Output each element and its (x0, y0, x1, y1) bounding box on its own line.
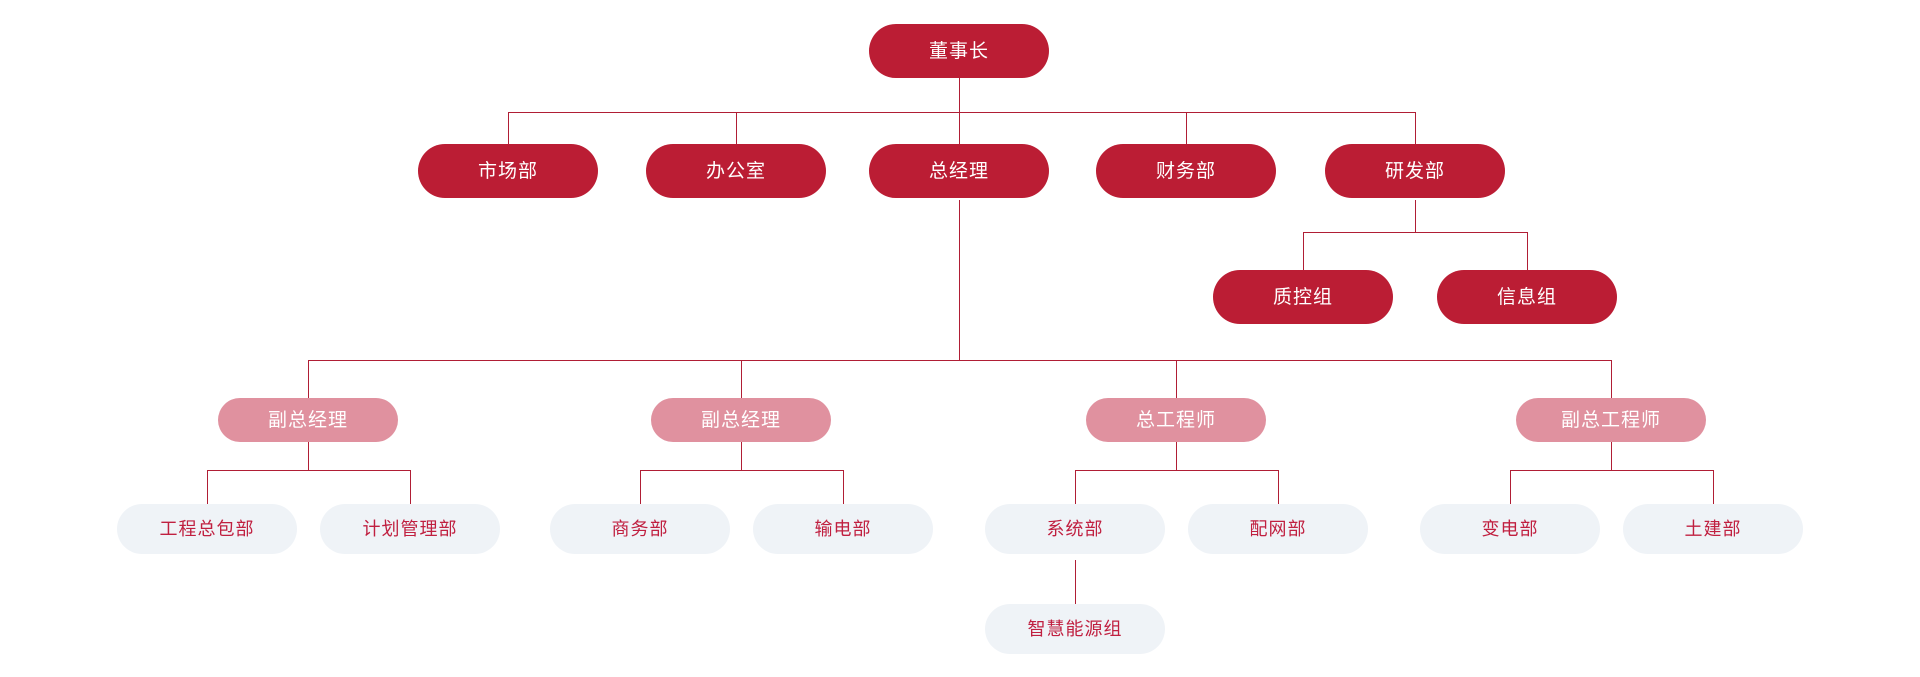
node-transmission-dept[interactable]: 输电部 (753, 504, 933, 554)
connector-drop-civil-dept (1713, 470, 1714, 504)
connector-drop-info-group (1527, 232, 1528, 270)
node-finance-dept[interactable]: 财务部 (1096, 144, 1276, 198)
connector-drop-finance (1186, 112, 1187, 144)
node-rd-dept[interactable]: 研发部 (1325, 144, 1505, 198)
node-chief-engineer-label: 总工程师 (1135, 409, 1216, 431)
connector-drop-system-dept (1075, 470, 1076, 504)
node-deputy-gm-2[interactable]: 副总经理 (651, 398, 831, 442)
node-system-dept-label: 系统部 (1046, 519, 1104, 539)
node-business-dept-label: 商务部 (611, 519, 669, 539)
connector-drop-chief-engineer (1176, 360, 1177, 398)
node-substation-dept[interactable]: 变电部 (1420, 504, 1600, 554)
node-general-manager-label: 总经理 (928, 160, 989, 182)
node-marketing-dept[interactable]: 市场部 (418, 144, 598, 198)
connector-gm-bus (308, 360, 1611, 361)
node-distribution-dept-label: 配网部 (1249, 519, 1307, 539)
connector-deputy-gm-1-bus (207, 470, 410, 471)
node-qc-group-label: 质控组 (1272, 286, 1333, 308)
node-deputy-chief-engineer[interactable]: 副总工程师 (1516, 398, 1706, 442)
connector-drop-transmission-dept (843, 470, 844, 504)
node-smart-energy-group-label: 智慧能源组 (1027, 619, 1123, 639)
connector-chief-engineer-bus (1075, 470, 1278, 471)
connector-deputy-chief-engineer-stem (1611, 440, 1612, 470)
node-substation-dept-label: 变电部 (1481, 519, 1539, 539)
connector-drop-substation-dept (1510, 470, 1511, 504)
node-planning-mgmt-dept[interactable]: 计划管理部 (320, 504, 500, 554)
node-epc-dept-label: 工程总包部 (159, 519, 255, 539)
node-chief-engineer[interactable]: 总工程师 (1086, 398, 1266, 442)
connector-rd-stem (1415, 200, 1416, 232)
node-distribution-dept[interactable]: 配网部 (1188, 504, 1368, 554)
node-civil-dept-label: 土建部 (1684, 519, 1742, 539)
node-deputy-gm-2-label: 副总经理 (700, 409, 781, 431)
node-system-dept[interactable]: 系统部 (985, 504, 1165, 554)
node-office[interactable]: 办公室 (646, 144, 826, 198)
node-qc-group[interactable]: 质控组 (1213, 270, 1393, 324)
node-transmission-dept-label: 输电部 (814, 519, 872, 539)
connector-chairman-stem (959, 78, 960, 112)
connector-rd-bus (1303, 232, 1527, 233)
connector-deputy-gm-1-stem (308, 440, 309, 470)
connector-deputy-gm-2-bus (640, 470, 843, 471)
connector-system-dept-stem (1075, 560, 1076, 604)
connector-drop-general-manager (959, 112, 960, 144)
connector-drop-distribution-dept (1278, 470, 1279, 504)
node-smart-energy-group[interactable]: 智慧能源组 (985, 604, 1165, 654)
node-civil-dept[interactable]: 土建部 (1623, 504, 1803, 554)
node-epc-dept[interactable]: 工程总包部 (117, 504, 297, 554)
connector-drop-deputy-chief-engineer (1611, 360, 1612, 398)
connector-deputy-gm-2-stem (741, 440, 742, 470)
node-chairman[interactable]: 董事长 (869, 24, 1049, 78)
node-general-manager[interactable]: 总经理 (869, 144, 1049, 198)
node-info-group-label: 信息组 (1496, 286, 1557, 308)
connector-drop-deputy-gm-1 (308, 360, 309, 398)
connector-drop-planning-dept (410, 470, 411, 504)
connector-chief-engineer-stem (1176, 440, 1177, 470)
connector-drop-marketing (508, 112, 509, 144)
connector-drop-office (736, 112, 737, 144)
node-marketing-dept-label: 市场部 (477, 160, 538, 182)
connector-drop-business-dept (640, 470, 641, 504)
node-finance-dept-label: 财务部 (1155, 160, 1216, 182)
connector-drop-qc-group (1303, 232, 1304, 270)
connector-chairman-bus (508, 112, 1416, 113)
connector-deputy-chief-engineer-bus (1510, 470, 1713, 471)
connector-drop-deputy-gm-2 (741, 360, 742, 398)
connector-drop-epc-dept (207, 470, 208, 504)
node-deputy-chief-engineer-label: 副总工程师 (1560, 409, 1661, 431)
node-info-group[interactable]: 信息组 (1437, 270, 1617, 324)
node-rd-dept-label: 研发部 (1384, 160, 1445, 182)
node-deputy-gm-1-label: 副总经理 (267, 409, 348, 431)
node-business-dept[interactable]: 商务部 (550, 504, 730, 554)
node-deputy-gm-1[interactable]: 副总经理 (218, 398, 398, 442)
node-planning-mgmt-dept-label: 计划管理部 (362, 519, 458, 539)
node-office-label: 办公室 (705, 160, 766, 182)
node-chairman-label: 董事长 (928, 40, 989, 62)
connector-gm-stem (959, 200, 960, 360)
connector-drop-rd (1415, 112, 1416, 144)
